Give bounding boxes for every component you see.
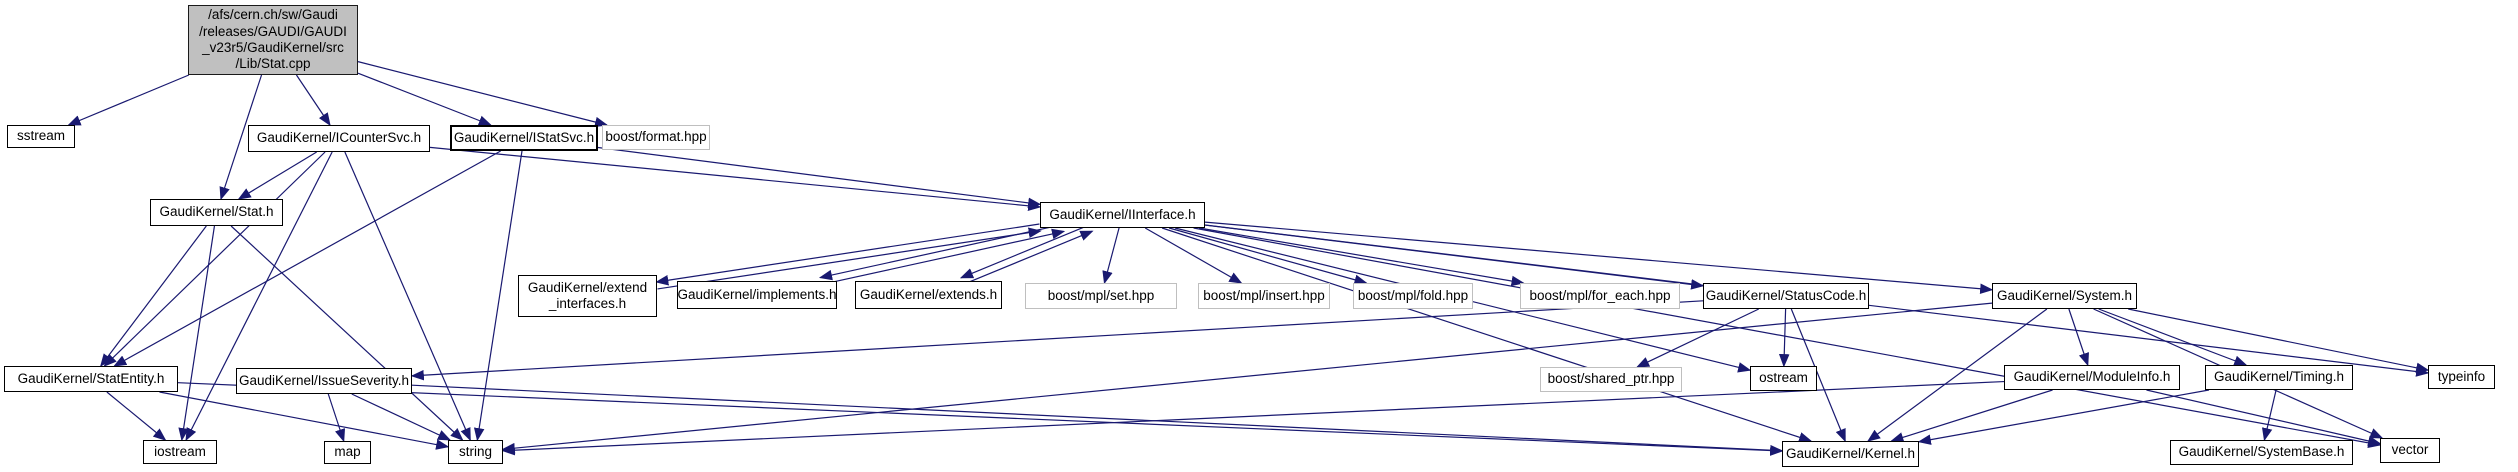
node-mplfold: boost/mpl/fold.hpp (1353, 283, 1473, 309)
node-typeinfo: typeinfo (2428, 365, 2495, 389)
edge-statuscode-kernel (1790, 308, 1846, 443)
edge-iinterface-mplinsert (1144, 227, 1243, 284)
edge-icountersvc-iinterface (429, 146, 1042, 212)
node-statuscode[interactable]: GaudiKernel/StatusCode.h (1703, 283, 1869, 309)
node-iostream: iostream (143, 440, 217, 464)
edge-icountersvc-statentity (103, 151, 326, 367)
edge-stat_h-iostream (178, 225, 216, 442)
edge-main-format (357, 61, 609, 128)
edge-timing-systembase (2261, 389, 2277, 442)
edge-moduleinfo-string (501, 380, 2005, 456)
node-kernel[interactable]: GaudiKernel/Kernel.h (1782, 441, 1919, 467)
edge-istatsvc-string (473, 150, 523, 442)
node-timing[interactable]: GaudiKernel/Timing.h (2205, 365, 2353, 390)
edge-extendif-iinterface (657, 227, 1042, 290)
edge-iinterface-mplset (1102, 227, 1120, 285)
edge-extends-iinterface (963, 230, 1094, 285)
edge-statuscode-sharedptr (1636, 308, 1760, 368)
edge-icountersvc-stat_h (237, 151, 317, 200)
edge-system-string (501, 302, 1993, 454)
edge-moduleinfo-kernel (1890, 389, 2053, 443)
node-mplforeach: boost/mpl/for_each.hpp (1520, 283, 1680, 309)
edge-main-istatsvc (357, 72, 492, 126)
node-system[interactable]: GaudiKernel/System.h (1992, 283, 2137, 309)
edge-issueseverity-kernel (411, 384, 1784, 456)
edge-issueseverity-string (351, 393, 452, 441)
node-vector: vector (2380, 438, 2440, 463)
edge-icountersvc-iostream (185, 151, 333, 442)
edge-icountersvc-string (344, 151, 471, 442)
edge-stat_h-statentity (100, 225, 207, 368)
edge-system-timing (2098, 308, 2248, 366)
edge-iinterface-extends (959, 224, 1090, 279)
edge-iinterface-extendif (655, 223, 1040, 286)
edge-istatsvc-iinterface (597, 146, 1042, 209)
edge-moduleinfo-vector (2146, 389, 2382, 447)
edge-istatsvc-statentity (113, 150, 501, 367)
node-issueseverity[interactable]: GaudiKernel/IssueSeverity.h (236, 368, 412, 394)
edge-implements-iinterface (821, 228, 1066, 286)
edge-iinterface-vector (1193, 227, 2382, 449)
edge-statentity-string (159, 391, 450, 450)
edge-stat_h-string (230, 225, 464, 441)
edge-iinterface-mplfold (1168, 227, 1368, 285)
node-stat_h[interactable]: GaudiKernel/Stat.h (150, 199, 283, 226)
edge-statuscode-ostream (1778, 308, 1790, 368)
edge-issueseverity-map (327, 393, 346, 443)
node-istatsvc[interactable]: GaudiKernel/IStatSvc.h (450, 125, 598, 151)
edge-iinterface-system (1204, 221, 1994, 295)
edge-main-sstream (67, 74, 190, 126)
node-ostream: ostream (1750, 366, 1817, 391)
node-mplset: boost/mpl/set.hpp (1025, 283, 1177, 309)
edge-system-kernel (1867, 308, 2048, 442)
edge-statentity-iostream (106, 391, 167, 441)
node-string: string (448, 440, 503, 464)
node-map: map (324, 441, 371, 464)
node-mplinsert: boost/mpl/insert.hpp (1198, 283, 1330, 309)
node-moduleinfo[interactable]: GaudiKernel/ModuleInfo.h (2004, 365, 2180, 390)
node-sharedptr: boost/shared_ptr.hpp (1540, 367, 1682, 392)
edge-iinterface-kernel (1161, 227, 1813, 443)
node-extendif[interactable]: GaudiKernel/extend _interfaces.h (518, 275, 657, 317)
node-implements[interactable]: GaudiKernel/implements.h (677, 281, 837, 309)
node-main: /afs/cern.ch/sw/Gaudi /releases/GAUDI/GA… (188, 5, 358, 75)
edge-system-moduleinfo (2068, 308, 2089, 367)
edge-main-stat_h (219, 74, 263, 201)
edge-system-typeinfo (2128, 308, 2430, 373)
edge-statuscode-issueseverity (410, 300, 1704, 381)
node-sstream: sstream (7, 125, 75, 148)
node-systembase[interactable]: GaudiKernel/SystemBase.h (2170, 440, 2353, 465)
edge-iinterface-mplforeach (1199, 227, 1525, 287)
node-iinterface[interactable]: GaudiKernel/IInterface.h (1040, 202, 1205, 228)
node-extends[interactable]: GaudiKernel/extends.h (855, 281, 1002, 309)
node-format: boost/format.hpp (602, 125, 710, 150)
node-icountersvc[interactable]: GaudiKernel/ICounterSvc.h (248, 125, 430, 152)
edge-statentity-kernel (177, 382, 1784, 456)
edge-main-icountersvc (295, 74, 331, 127)
edge-timing-kernel (1917, 389, 2210, 445)
node-statentity[interactable]: GaudiKernel/StatEntity.h (4, 366, 178, 392)
